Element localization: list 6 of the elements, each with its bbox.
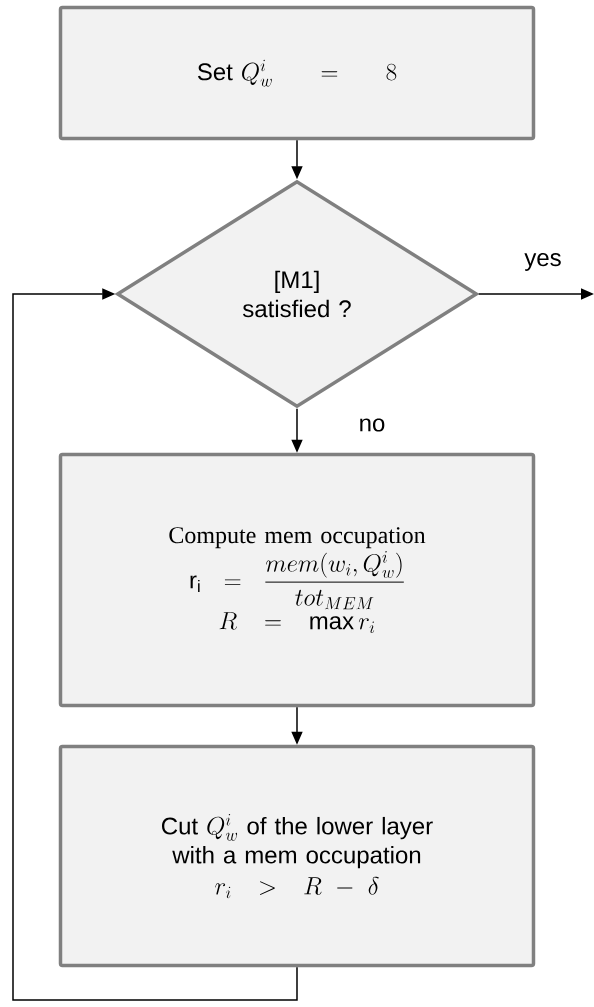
process-box: Compute mem occupation $\mathrm{r_i} = \frac{mem(w_i, Q_w^i)}{tot_{MEM}}$ $R = \max r_i$ xyxy=(58,452,536,708)
arrow xyxy=(12,288,298,1001)
process-box: Set $Q_w^i \;=\; 8$ xyxy=(58,5,536,141)
edge-label: yes xyxy=(523,252,563,272)
process-box: Cut $Q_w^i$ of the lower layer with a mem occupation $r_i > R - \delta$ xyxy=(58,744,536,968)
edge-label: no xyxy=(357,417,387,433)
